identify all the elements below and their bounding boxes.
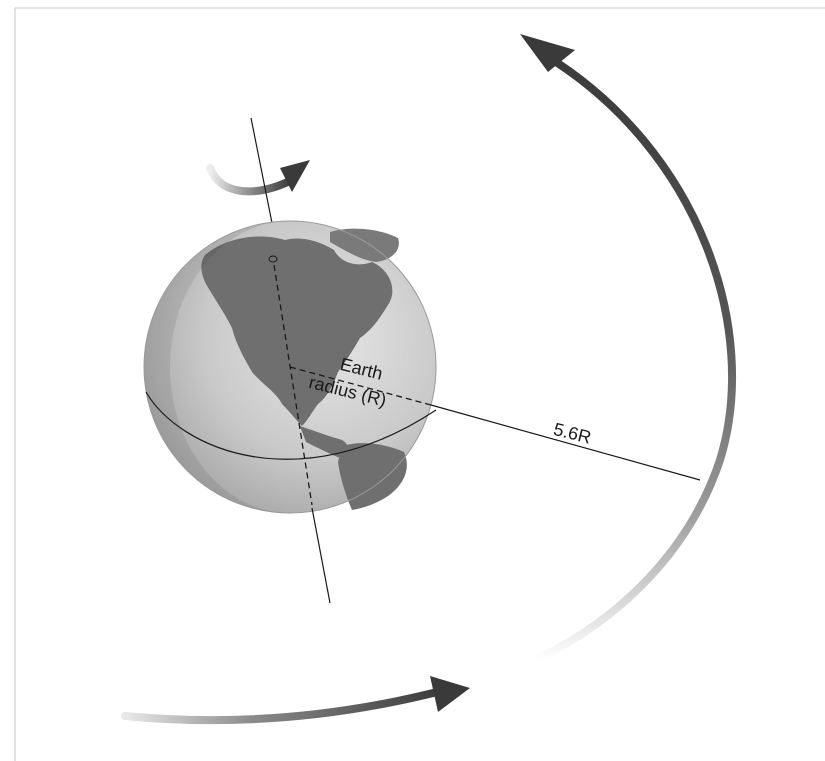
rotation-axis-inner	[273, 264, 313, 506]
rotation-arrow	[206, 160, 310, 196]
orbit-distance-label: 5.6R	[551, 419, 593, 448]
frame	[14, 7, 825, 761]
north-america-landmass	[201, 236, 393, 426]
rotation-arrowhead	[280, 160, 310, 192]
earth-radius-line	[289, 366, 432, 406]
south-america-landmass	[338, 443, 407, 510]
bottom-arrowhead	[430, 676, 470, 712]
central-america-landmass	[300, 426, 349, 458]
orbit-distance-line	[430, 404, 701, 481]
rotation-axis-upper	[250, 117, 274, 229]
rotation-axis-lower	[311, 507, 331, 604]
north-pole-marker	[268, 255, 278, 263]
orbit-arrow	[520, 34, 736, 664]
bottom-orbit-arrow	[121, 676, 470, 725]
globe-shadow	[144, 221, 290, 513]
orbit-arrowhead	[520, 34, 575, 72]
equator-line	[145, 391, 437, 460]
